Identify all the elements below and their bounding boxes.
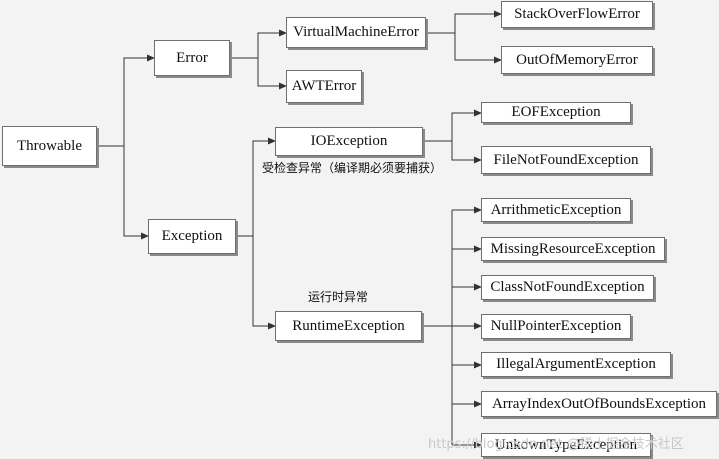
node-runtime-exception: RuntimeException — [275, 311, 422, 341]
note-checked-exception: 受检查异常（编译期必须要捕获） — [262, 161, 443, 175]
node-missing-resource-exception: MissingResourceException — [481, 237, 665, 261]
connector-io-filenotfound — [451, 141, 482, 164]
node-null-pointer-exception: NullPointerException — [481, 314, 631, 339]
connector-io-eof — [423, 109, 482, 142]
watermark: https://blog.csdn.net @稀土掘金技术社区 — [428, 437, 684, 452]
node-out-of-memory-error: OutOfMemoryError — [501, 46, 653, 74]
node-stack-overflow-error: StackOverFlowError — [501, 1, 653, 28]
connector-error-vme — [230, 29, 287, 59]
node-exception: Exception — [148, 219, 236, 254]
node-illegal-argument-exception: IllegalArgumentException — [481, 352, 671, 377]
connector-error-awt — [257, 58, 287, 90]
connector-throwable-exception — [123, 146, 149, 240]
node-file-not-found-exception: FileNotFoundException — [481, 146, 651, 174]
node-class-not-found-exception: ClassNotFoundException — [481, 275, 654, 300]
note-runtime-exception: 运行时异常 — [308, 290, 369, 304]
connector-exception-io — [236, 137, 276, 237]
connector-exception-runtime — [252, 236, 276, 330]
node-error: Error — [154, 40, 230, 76]
node-eof-exception: EOFException — [481, 102, 631, 123]
node-throwable: Throwable — [2, 126, 97, 166]
node-unknown-type-exception: UnkownTypeException — [481, 433, 651, 457]
node-io-exception: IOException — [275, 127, 423, 156]
node-virtual-machine-error: VirtualMachineError — [286, 17, 426, 48]
node-array-index-out-of-bounds-exception: ArrayIndexOutOfBoundsException — [481, 391, 717, 417]
node-arithmetic-exception: ArrithmeticException — [481, 198, 631, 222]
connector-vme-stackoverflow — [426, 10, 502, 34]
connector-vme-outofmemory — [454, 33, 502, 64]
node-awt-error: AWTError — [286, 70, 362, 103]
connector-throwable-error — [97, 54, 155, 147]
